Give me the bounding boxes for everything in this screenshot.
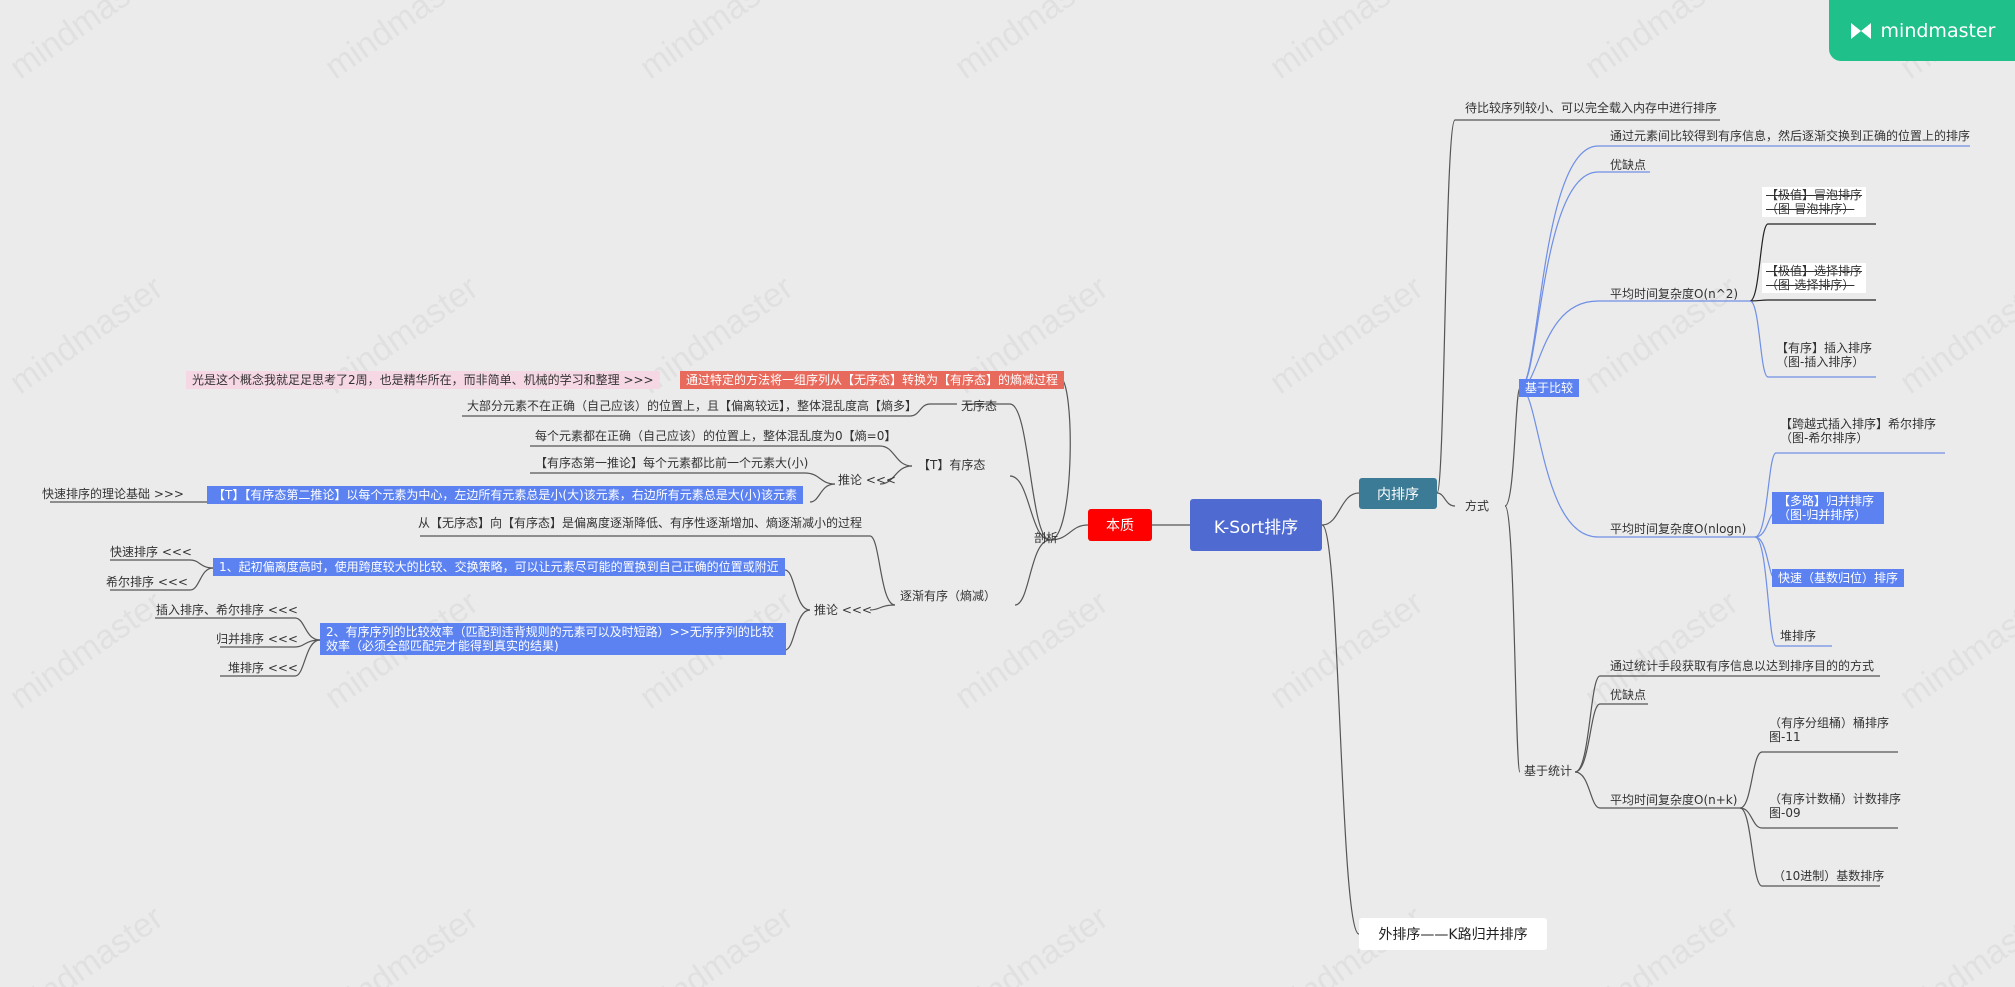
counting-sort-title: （有序计数桶）计数排序 bbox=[1769, 792, 1902, 806]
inference-1-child-2[interactable]: 希尔排序 <<< bbox=[106, 575, 188, 589]
topic-internal-sort[interactable]: 内排序 bbox=[1359, 478, 1437, 509]
gradual-inference[interactable]: 推论 <<< bbox=[814, 603, 872, 617]
essence-note[interactable]: 光是这个概念我就足足思考了2周，也是精华所在，而非简单、机械的学习和整理 >>> bbox=[186, 371, 660, 389]
disorder-desc[interactable]: 大部分元素不在正确（自己应该）的位置上，且【偏离较远】，整体混乱度高【熵多】 bbox=[467, 399, 918, 413]
topic-external-sort[interactable]: 外排序——K路归并排序 bbox=[1359, 918, 1547, 950]
bucket-sort-figure: 图-11 bbox=[1769, 730, 1801, 744]
statistics-desc[interactable]: 通过统计手段获取有序信息以达到排序目的的方式 bbox=[1610, 659, 1875, 673]
inference-2-child-2[interactable]: 归并排序 <<< bbox=[216, 632, 298, 646]
radix-sort[interactable]: （10进制）基数排序 bbox=[1773, 869, 1885, 883]
selection-sort-figure: （图-选择排序） bbox=[1766, 278, 1855, 292]
topic-essence[interactable]: 本质 bbox=[1088, 509, 1152, 541]
order-desc[interactable]: 每个元素都在正确（自己应该）的位置上，整体混乱度为0【熵=0】 bbox=[535, 429, 897, 443]
brand-name: mindmaster bbox=[1880, 19, 1996, 42]
inference-point-1[interactable]: 1、起初偏离度高时，使用跨度较大的比较、交换策略，可以让元素尽可能的置换到自己正… bbox=[213, 558, 785, 576]
essence-definition[interactable]: 通过特定的方法将一组序列从【无序态】转换为【有序态】的熵减过程 bbox=[680, 371, 1065, 389]
shell-sort-title: 【跨越式插入排序】希尔排序 bbox=[1780, 417, 1937, 431]
statistics-pros-cons[interactable]: 优缺点 bbox=[1610, 688, 1647, 702]
selection-sort-title: 【极值】选择排序 bbox=[1766, 264, 1863, 278]
comparison-pros-cons[interactable]: 优缺点 bbox=[1610, 158, 1647, 172]
order-first-inference[interactable]: 【有序态第一推论】每个元素都比前一个元素大(小) bbox=[535, 456, 809, 470]
topic-statistics[interactable]: 基于统计 bbox=[1524, 764, 1573, 778]
inference-2-child-3[interactable]: 堆排序 <<< bbox=[228, 661, 298, 675]
complexity-nk[interactable]: 平均时间复杂度O(n+k) bbox=[1610, 793, 1738, 807]
comparison-desc[interactable]: 通过元素间比较得到有序信息，然后逐渐交换到正确的位置上的排序 bbox=[1610, 129, 1971, 143]
inference-2-child-1[interactable]: 插入排序、希尔排序 <<< bbox=[156, 603, 298, 617]
bubble-sort[interactable]: 【极值】冒泡排序 （图-冒泡排序） bbox=[1762, 187, 1867, 217]
topic-comparison[interactable]: 基于比较 bbox=[1519, 379, 1580, 397]
quick-sort[interactable]: 快速（基数归位）排序 bbox=[1772, 569, 1905, 587]
topic-gradual-order[interactable]: 逐渐有序（熵减） bbox=[900, 589, 997, 603]
bubble-sort-figure: （图-冒泡排序） bbox=[1766, 202, 1855, 216]
topic-disorder[interactable]: 无序态 bbox=[961, 399, 998, 413]
mindmaster-logo-icon bbox=[1850, 22, 1871, 39]
selection-sort[interactable]: 【极值】选择排序 （图-选择排序） bbox=[1762, 263, 1867, 293]
topic-order[interactable]: 【T】有序态 bbox=[918, 458, 986, 472]
brand-logo: mindmaster bbox=[1829, 0, 2015, 61]
inference-1-child-1[interactable]: 快速排序 <<< bbox=[110, 545, 192, 559]
inference-point-2[interactable]: 2、有序序列的比较效率（匹配到违背规则的元素可以及时短路）>>无序序列的比较效率… bbox=[320, 623, 786, 655]
complexity-n2[interactable]: 平均时间复杂度O(n^2) bbox=[1610, 287, 1739, 301]
topic-method[interactable]: 方式 bbox=[1465, 499, 1490, 513]
bucket-sort-title: （有序分组桶）桶排序 bbox=[1769, 716, 1890, 730]
merge-sort-title: 【多路】归并排序 bbox=[1778, 494, 1875, 508]
shell-sort[interactable]: 【跨越式插入排序】希尔排序 （图-希尔排序） bbox=[1780, 417, 1936, 445]
bucket-sort[interactable]: （有序分组桶）桶排序 图-11 bbox=[1769, 716, 1889, 744]
topic-analysis[interactable]: 剖析 bbox=[1034, 531, 1059, 545]
quicksort-theory-note[interactable]: 快速排序的理论基础 >>> bbox=[42, 487, 184, 501]
heap-sort[interactable]: 堆排序 bbox=[1780, 629, 1817, 643]
root-topic[interactable]: K-Sort排序 bbox=[1190, 499, 1322, 551]
order-second-inference[interactable]: 【T】【有序态第二推论】以每个元素为中心，左边所有元素总是小(大)该元素，右边所… bbox=[207, 486, 804, 504]
merge-sort[interactable]: 【多路】归并排序 （图-归并排序） bbox=[1772, 492, 1884, 524]
gradual-desc[interactable]: 从【无序态】向【有序态】是偏离度逐渐降低、有序性逐渐增加、熵逐渐减小的过程 bbox=[418, 516, 863, 530]
merge-sort-figure: （图-归并排序） bbox=[1778, 508, 1867, 522]
counting-sort-figure: 图-09 bbox=[1769, 806, 1801, 820]
insertion-sort-figure: （图-插入排序） bbox=[1776, 355, 1865, 369]
internal-condition[interactable]: 待比较序列较小、可以完全载入内存中进行排序 bbox=[1465, 101, 1718, 115]
bubble-sort-title: 【极值】冒泡排序 bbox=[1766, 188, 1863, 202]
insertion-sort[interactable]: 【有序】插入排序 （图-插入排序） bbox=[1776, 341, 1872, 369]
insertion-sort-title: 【有序】插入排序 bbox=[1776, 341, 1873, 355]
order-inference[interactable]: 推论 <<< bbox=[838, 473, 896, 487]
complexity-nlogn[interactable]: 平均时间复杂度O(nlogn) bbox=[1610, 522, 1747, 536]
shell-sort-figure: （图-希尔排序） bbox=[1780, 431, 1869, 445]
counting-sort[interactable]: （有序计数桶）计数排序 图-09 bbox=[1769, 792, 1901, 820]
